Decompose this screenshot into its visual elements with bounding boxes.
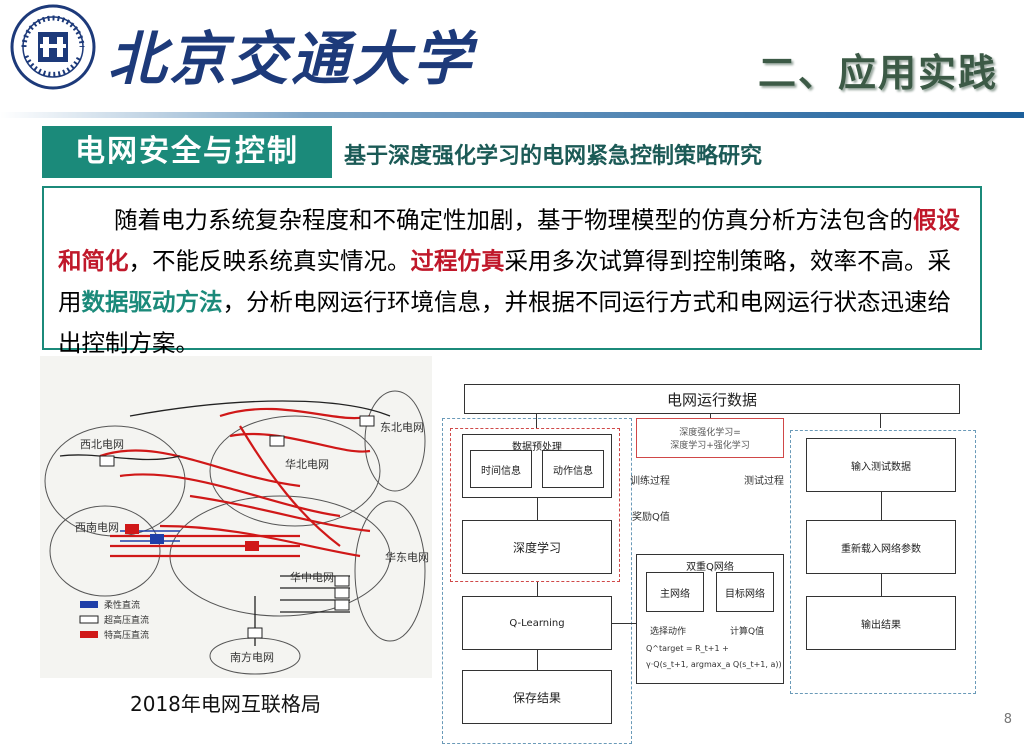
drl-note-2: 深度学习+强化学习 [670, 441, 750, 451]
drl-note: 深度强化学习= 深度学习+强化学习 [636, 418, 784, 458]
region-south: 南方电网 [230, 650, 274, 664]
highlight-assumption: 假设和简化 [58, 206, 960, 275]
reward-label: 奖励Q值 [632, 512, 670, 523]
page-number: 8 [1003, 712, 1012, 727]
region-northeast: 东北电网 [380, 421, 424, 434]
deep-learning-group [450, 428, 620, 582]
region-central: 华中电网 [290, 570, 334, 584]
select-action-label: 选择动作 [650, 627, 687, 637]
highlight-process-sim: 过程仿真 [410, 247, 505, 275]
input-test-box: 输入测试数据 [806, 438, 956, 492]
testing-group [790, 430, 976, 694]
section-title: 二、应用实践 [757, 51, 998, 95]
formula-line-1: Q^target = R_t+1 + [646, 644, 729, 653]
map-caption: 2018年电网互联格局 [130, 692, 321, 716]
legend-hv-dc: 超高压直流 [104, 614, 149, 626]
time-info-box: 时间信息 [470, 450, 532, 488]
action-info-box: 动作信息 [542, 450, 604, 488]
topic-label: 电网安全与控制 [42, 126, 332, 178]
deep-learning-box: 深度学习 [462, 520, 612, 574]
region-northwest: 西北电网 [80, 438, 124, 451]
topic-subtitle: 基于深度强化学习的电网紧急控制策略研究 [344, 144, 763, 169]
reload-params-box: 重新载入网络参数 [806, 520, 956, 574]
main-net-box: 主网络 [646, 572, 704, 612]
drl-flow-diagram: 电网运行数据 深度强化学习= 深度学习+强化学习 训练过程 测试过程 奖励Q值 … [440, 378, 984, 746]
para-text-2: ，不能反映系统真实情况。 [128, 247, 411, 275]
region-southwest: 西南电网 [75, 521, 119, 534]
para-text-4: ，分析电网运行环境信息，并根据不同运行方式和电网运行状态迅速给出控制方案。 [58, 288, 951, 357]
formula-line-2: γ·Q(s_t+1, argmax_a Q(s_t+1, a)) [646, 660, 782, 669]
university-seal-logo [10, 4, 96, 90]
target-net-box: 目标网络 [716, 572, 774, 612]
double-q-title: 双重Q网络 [686, 562, 734, 573]
legend-uhv-dc: 特高压直流 [104, 629, 149, 641]
grid-map-svg: 西北电网 华北电网 东北电网 西南电网 华中电网 华东电网 南方电网 柔性直流 … [44, 390, 429, 675]
para-text-3: 采用多次试算得到控制策略，效率不高。采用 [58, 247, 951, 316]
region-east: 华东电网 [385, 550, 429, 564]
slide-header: 北京交通大学 二、应用实践 [0, 0, 1024, 122]
preprocess-label: 数据预处理 [512, 442, 562, 453]
test-label: 测试过程 [744, 476, 784, 487]
flow-grid-data: 电网运行数据 [464, 384, 960, 414]
header-divider [0, 112, 1024, 118]
save-result-box: 保存结果 [462, 670, 612, 724]
drl-note-1: 深度强化学习= [679, 428, 741, 438]
train-label: 训练过程 [630, 476, 670, 487]
output-result-box: 输出结果 [806, 596, 956, 650]
training-group [442, 418, 632, 744]
university-name: 北京交通大学 [108, 25, 475, 93]
highlight-data-driven: 数据驱动方法 [81, 288, 223, 316]
q-learning-box: Q-Learning [462, 596, 612, 650]
legend-flex-dc: 柔性直流 [104, 599, 140, 611]
region-north: 华北电网 [285, 457, 329, 471]
para-text-1: 随着电力系统复杂程度和不确定性加剧，基于物理模型的仿真分析方法包含的 [114, 206, 913, 234]
grid-interconnection-map: 西北电网 华北电网 东北电网 西南电网 华中电网 华东电网 南方电网 柔性直流 … [40, 356, 432, 678]
intro-paragraph: 随着电力系统复杂程度和不确定性加剧，基于物理模型的仿真分析方法包含的假设和简化，… [42, 186, 982, 357]
calc-q-label: 计算Q值 [730, 627, 765, 637]
